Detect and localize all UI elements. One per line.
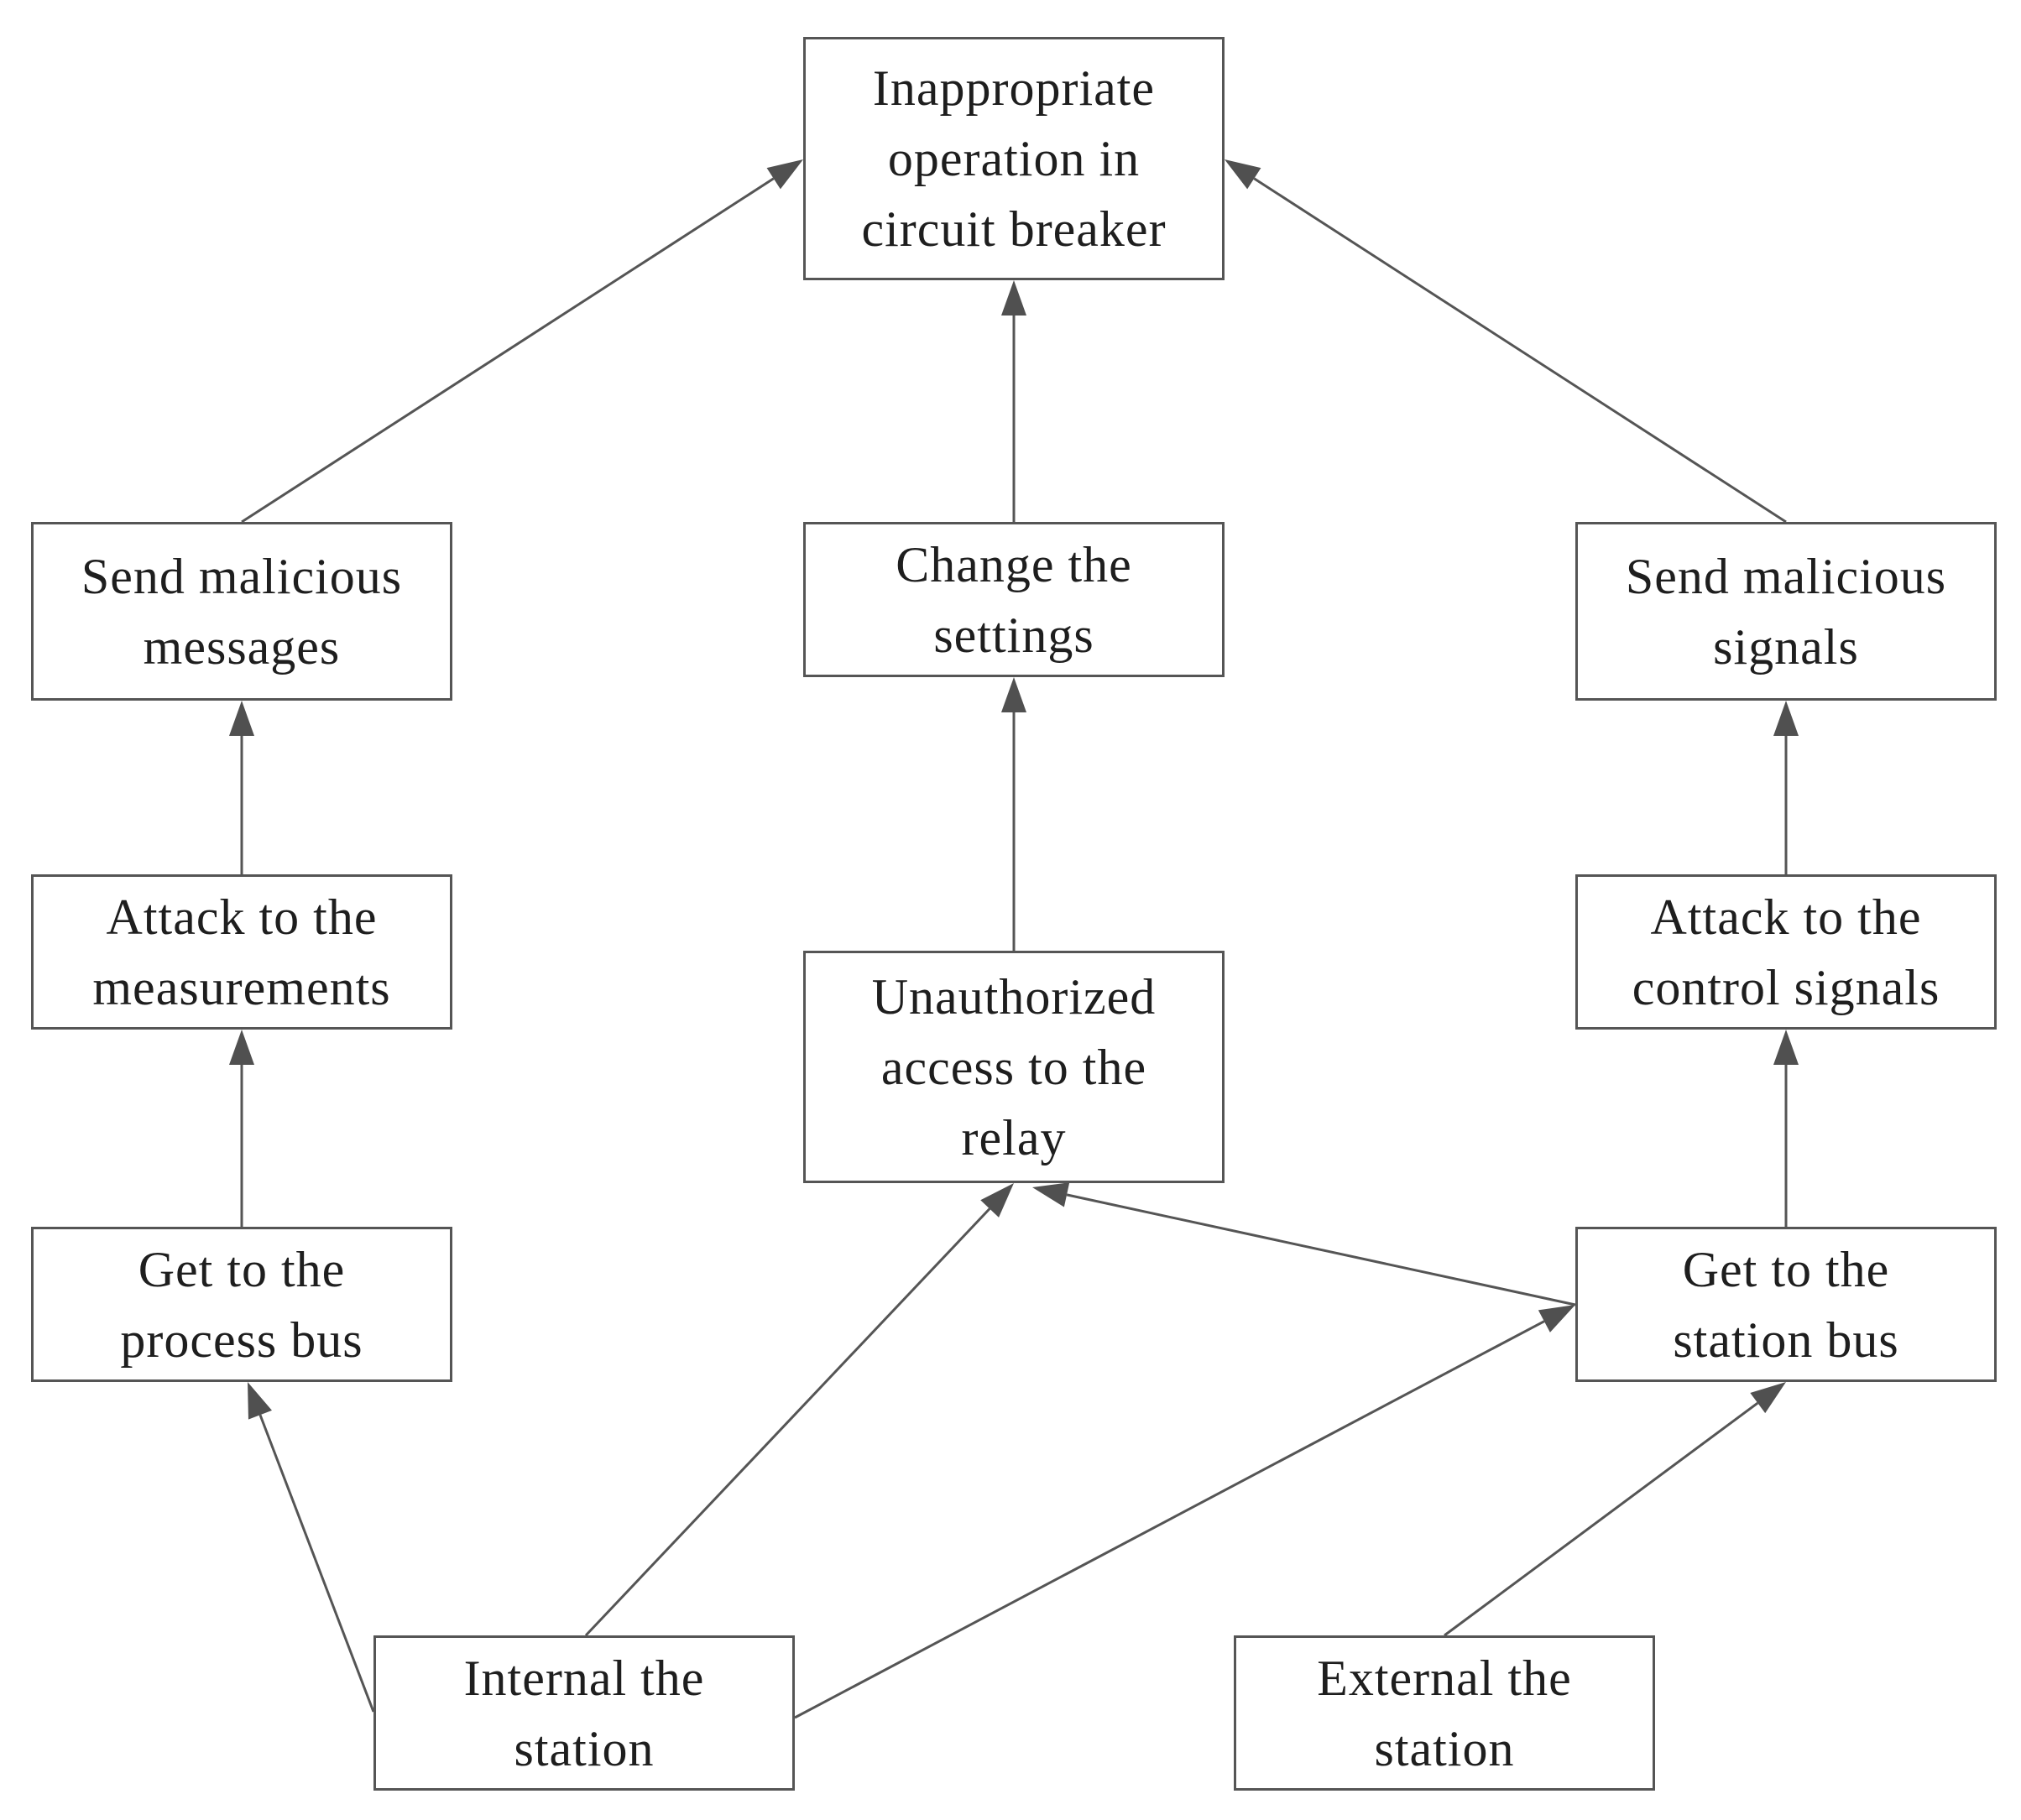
node-attack-measurements: Attack to the measurements [31, 874, 452, 1030]
node-change-settings: Change the settings [803, 522, 1225, 677]
arrow-stationbus-to-control [1773, 1030, 1799, 1227]
arrow-internal-to-processbus [248, 1382, 375, 1713]
arrow-external-to-stationbus [1444, 1382, 1786, 1637]
node-external-station: External the station [1234, 1635, 1655, 1791]
arrow-control-to-signals [1773, 701, 1799, 874]
arrow-internal-to-access-line [584, 1207, 991, 1637]
node-attack-measurements-label: Attack to the measurements [92, 889, 391, 1015]
arrow-stationbus-to-access [1032, 1182, 1576, 1306]
node-send-malicious-messages-label: Send malicious messages [81, 548, 403, 675]
arrow-messages-to-top [241, 159, 803, 524]
node-internal-station-label: Internal the station [463, 1650, 705, 1776]
node-send-malicious-messages: Send malicious messages [31, 522, 452, 701]
arrow-internal-to-stationbus-line [794, 1320, 1545, 1719]
node-inappropriate-operation-label: Inappropriate operation in circuit break… [861, 60, 1167, 257]
arrow-internal-to-stationbus-head [1538, 1305, 1575, 1332]
node-inappropriate-operation: Inappropriate operation in circuit break… [803, 37, 1225, 280]
arrow-external-to-stationbus-line [1444, 1401, 1759, 1637]
arrow-internal-to-access-head [980, 1183, 1014, 1218]
node-send-malicious-signals: Send malicious signals [1575, 522, 1997, 701]
node-attack-control-signals-label: Attack to the control signals [1632, 889, 1940, 1015]
node-station-bus: Get to the station bus [1575, 1227, 1997, 1382]
arrow-internal-to-access [584, 1183, 1014, 1637]
arrow-signals-to-top [1225, 159, 1787, 524]
arrow-processbus-to-measurements-head [229, 1030, 254, 1065]
arrow-measurements-to-messages-head [229, 701, 254, 736]
arrow-stationbus-to-control-head [1773, 1030, 1799, 1065]
arrow-internal-to-stationbus [794, 1305, 1575, 1719]
node-station-bus-label: Get to the station bus [1673, 1241, 1899, 1368]
arrow-measurements-to-messages [229, 701, 254, 874]
arrow-stationbus-to-access-head [1032, 1182, 1070, 1207]
arrow-signals-to-top-head [1225, 159, 1261, 190]
node-internal-station: Internal the station [373, 1635, 795, 1791]
arrow-external-to-stationbus-head [1750, 1382, 1786, 1414]
arrow-signals-to-top-line [1253, 177, 1787, 524]
node-process-bus: Get to the process bus [31, 1227, 452, 1382]
arrow-settings-to-top [1001, 280, 1026, 522]
arrow-access-to-settings [1001, 677, 1026, 951]
arrow-settings-to-top-head [1001, 280, 1026, 316]
arrow-internal-to-processbus-head [248, 1382, 272, 1420]
arrow-messages-to-top-line [241, 177, 775, 524]
node-attack-control-signals: Attack to the control signals [1575, 874, 1997, 1030]
node-unauthorized-access: Unauthorized access to the relay [803, 951, 1225, 1183]
arrow-stationbus-to-access-line [1066, 1193, 1576, 1306]
arrow-processbus-to-measurements [229, 1030, 254, 1227]
arrow-internal-to-processbus-line [258, 1414, 375, 1713]
node-external-station-label: External the station [1317, 1650, 1572, 1776]
arrow-control-to-signals-head [1773, 701, 1799, 736]
arrow-messages-to-top-head [766, 159, 803, 190]
node-send-malicious-signals-label: Send malicious signals [1625, 548, 1947, 675]
node-change-settings-label: Change the settings [896, 536, 1132, 663]
node-process-bus-label: Get to the process bus [120, 1241, 363, 1368]
node-unauthorized-access-label: Unauthorized access to the relay [871, 968, 1157, 1166]
arrow-access-to-settings-head [1001, 677, 1026, 712]
